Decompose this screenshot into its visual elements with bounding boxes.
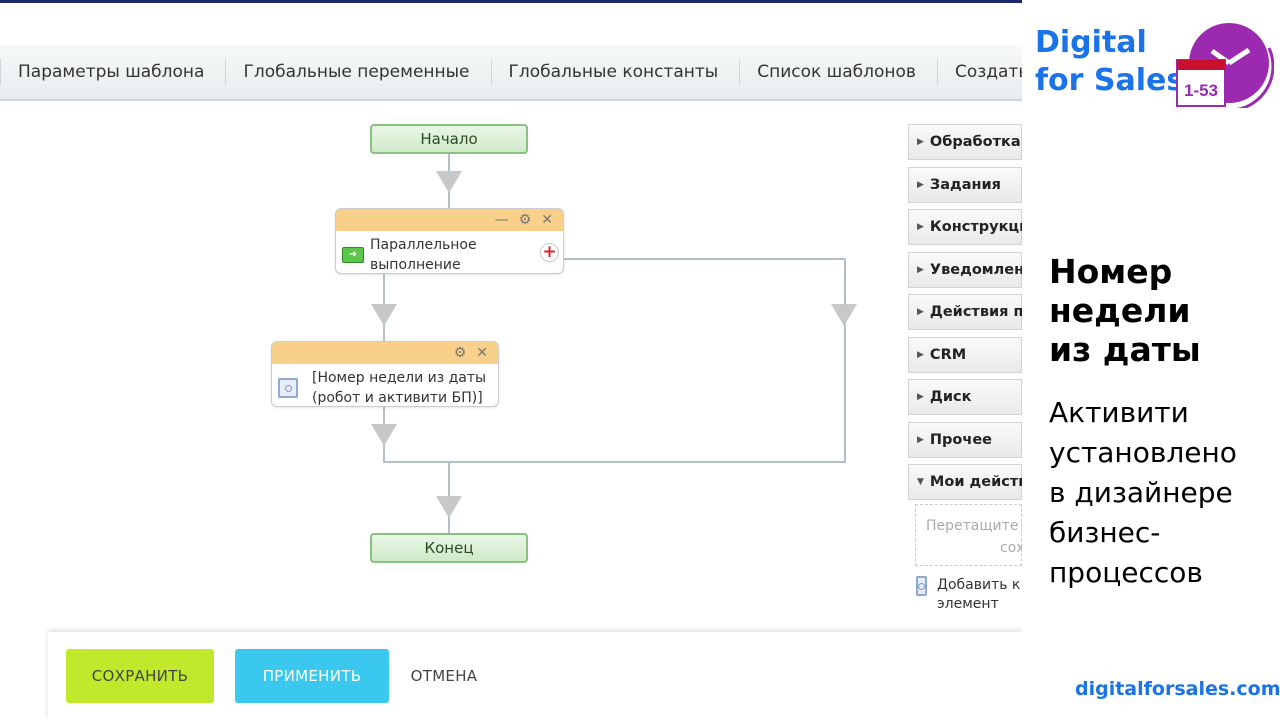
triangle-down-icon: ▼ <box>917 477 924 487</box>
node-label: [Номер недели из даты <box>312 370 487 386</box>
node-label: Параллельное <box>370 237 477 253</box>
add-branch-icon[interactable]: + <box>540 243 559 262</box>
arrow-icon <box>831 304 857 326</box>
top-bar-line <box>0 0 1022 3</box>
group-tasks[interactable]: ▶Задания <box>908 166 1022 203</box>
arrow-icon <box>436 171 462 193</box>
activities-panel: ▶Обработка д ▶Задания ▶Конструкци ▶Уведо… <box>908 124 1022 636</box>
start-node[interactable]: Начало <box>370 124 528 154</box>
connector <box>383 461 846 463</box>
node-label: (робот и активити БП)] <box>312 390 483 406</box>
tab-template-list[interactable]: Список шаблонов <box>739 59 937 85</box>
footer-bar: СОХРАНИТЬ ПРИМЕНИТЬ ОТМЕНА <box>48 632 1022 720</box>
triangle-right-icon: ▶ <box>917 434 924 445</box>
end-node[interactable]: Конец <box>370 533 528 563</box>
parallel-icon: ➜ <box>342 247 364 263</box>
group-constructions[interactable]: ▶Конструкци <box>908 209 1022 245</box>
close-icon[interactable]: ✕ <box>476 345 488 361</box>
tab-template-params[interactable]: Параметры шаблона <box>0 59 225 85</box>
triangle-right-icon: ▶ <box>917 179 924 190</box>
close-icon[interactable]: ✕ <box>541 212 553 228</box>
triangle-right-icon: ▶ <box>917 222 924 232</box>
activity-node[interactable]: ⚙ ✕ [Номер недели из даты (робот и активи… <box>271 341 499 407</box>
tab-create[interactable]: Создать ш <box>936 59 1022 85</box>
tab-global-variables[interactable]: Глобальные переменные <box>225 59 490 85</box>
arrow-icon <box>371 424 397 446</box>
triangle-right-icon: ▶ <box>917 137 924 147</box>
triangle-right-icon: ▶ <box>917 392 924 402</box>
tab-global-constants[interactable]: Глобальные константы <box>490 59 740 85</box>
cancel-button[interactable]: ОТМЕНА <box>410 667 478 685</box>
arrow-icon <box>371 304 397 326</box>
gear-icon[interactable]: ⚙ <box>453 345 467 361</box>
connector <box>562 258 846 260</box>
group-other[interactable]: ▶Прочее <box>908 421 1022 458</box>
save-button[interactable]: СОХРАНИТЬ <box>66 649 214 703</box>
group-my-actions[interactable]: ▼Мои действ <box>908 464 1022 500</box>
activity-icon <box>916 576 927 596</box>
triangle-right-icon: ▶ <box>917 307 924 317</box>
minimize-icon[interactable]: — <box>494 212 509 228</box>
connector <box>844 258 846 463</box>
triangle-right-icon: ▶ <box>917 349 924 360</box>
logo-badge: 1-53 <box>1184 81 1218 100</box>
gear-icon[interactable]: ⚙ <box>518 212 532 228</box>
group-actions[interactable]: ▶Действия пр <box>908 294 1022 330</box>
apply-button[interactable]: ПРИМЕНИТЬ <box>235 649 389 703</box>
activity-icon <box>278 378 298 398</box>
designer-toolbar: Параметры шаблона Глобальные переменные … <box>0 45 1022 101</box>
group-notifications[interactable]: ▶Уведомлени <box>908 251 1022 288</box>
group-crm[interactable]: ▶CRM <box>908 336 1022 373</box>
node-label: выполнение <box>370 257 461 273</box>
arrow-icon <box>436 496 462 518</box>
website-link[interactable]: digitalforsales.com <box>1075 678 1280 700</box>
parallel-node[interactable]: — ⚙ ✕ ➜ Параллельное выполнение + <box>335 208 564 274</box>
group-disk[interactable]: ▶Диск <box>908 379 1022 415</box>
triangle-right-icon: ▶ <box>917 264 924 275</box>
group-processing[interactable]: ▶Обработка д <box>908 124 1022 160</box>
logo-clock-calendar-icon: 1-53 <box>1176 23 1274 108</box>
